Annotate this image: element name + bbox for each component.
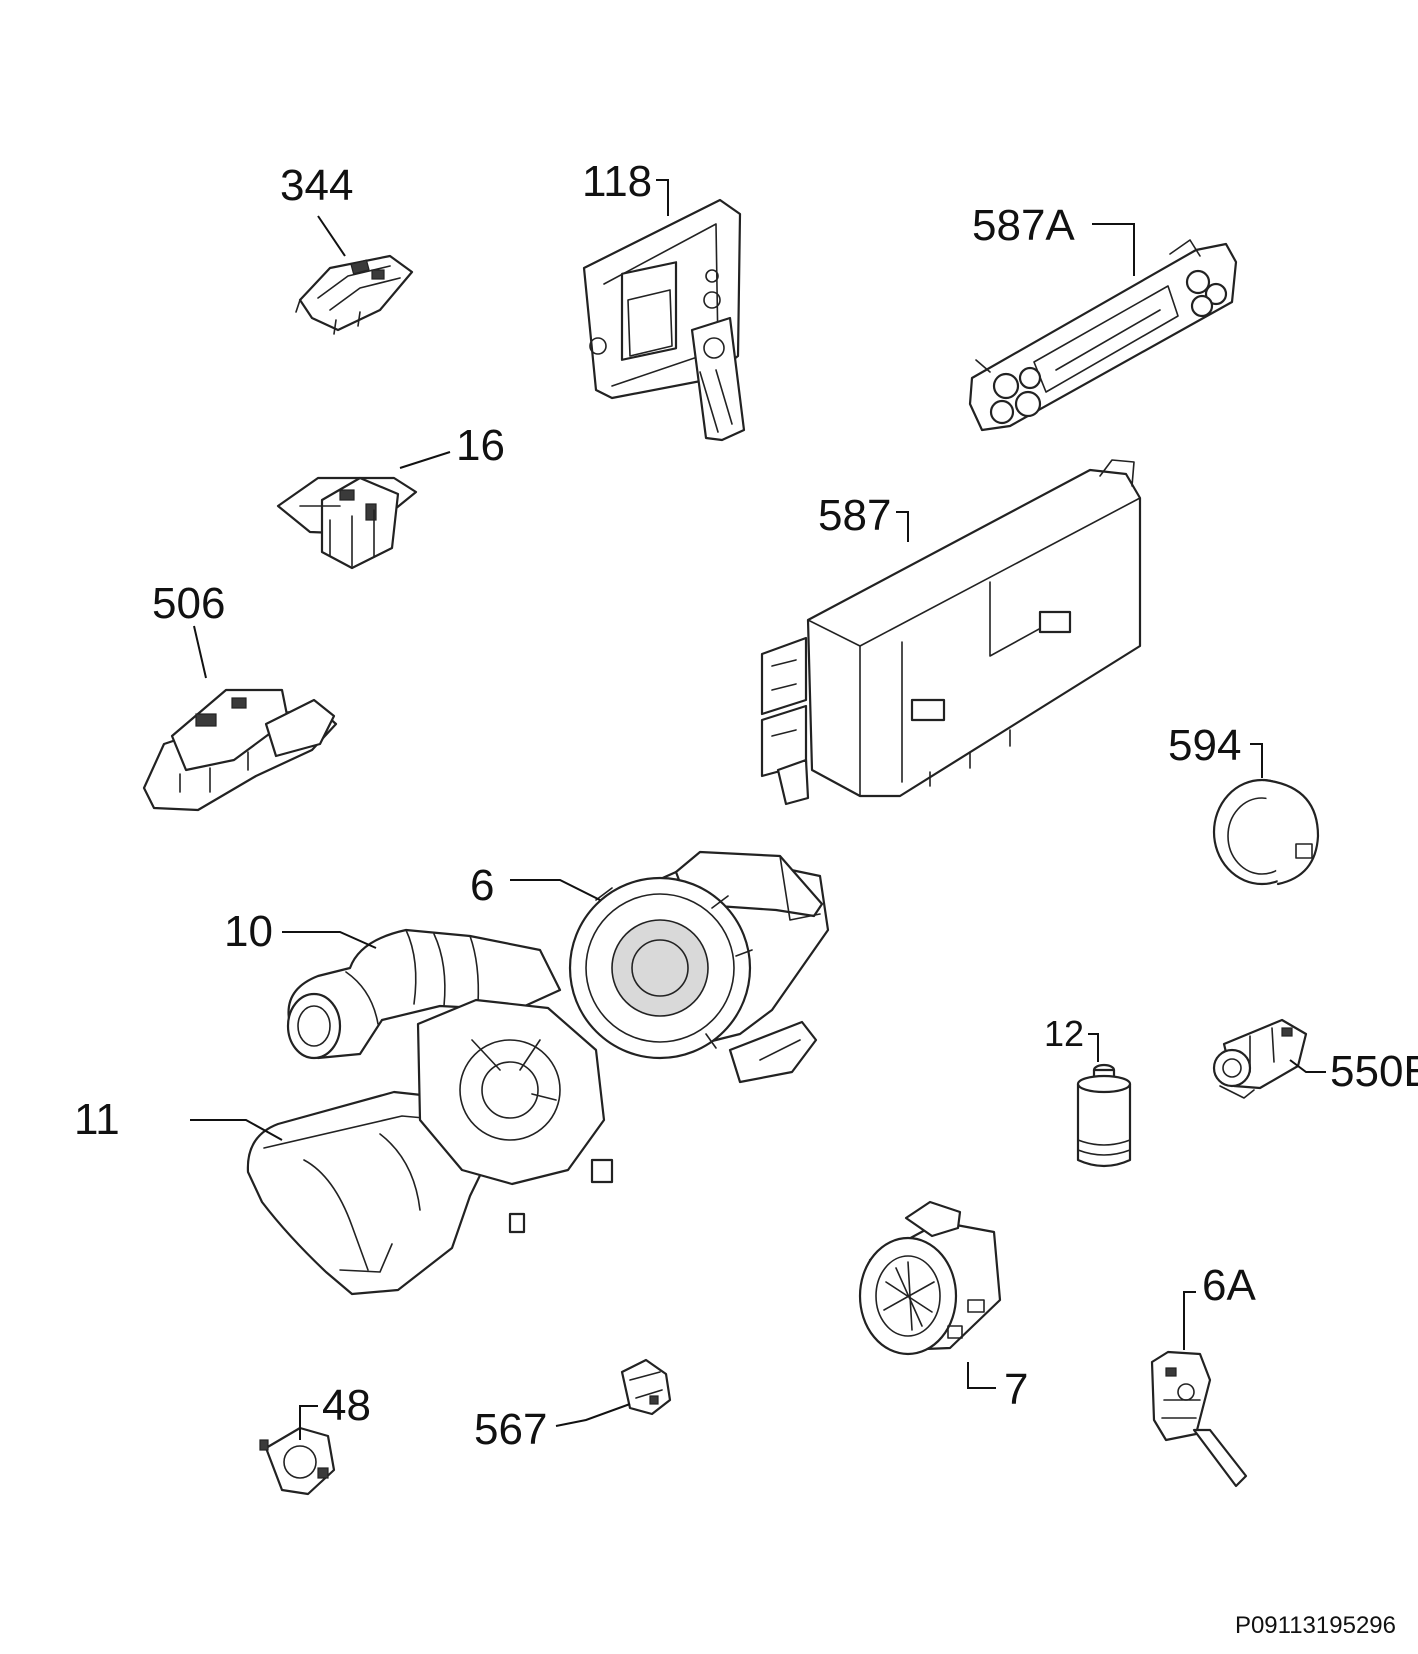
callout-6A: 7 — [1004, 1365, 1028, 1414]
callout-12: 550E — [1330, 1047, 1418, 1096]
part-6A-drawing — [858, 1200, 1002, 1389]
callout-10: 10 — [224, 907, 273, 956]
part-567-drawing — [555, 1358, 672, 1427]
callout-344: 344 — [280, 161, 353, 210]
part-6-drawing — [510, 850, 830, 1084]
callout-118: 118 — [582, 157, 652, 206]
part-48-drawing — [259, 1405, 336, 1496]
image-code: P09113195296 — [1234, 1612, 1396, 1639]
callout-11: 12 — [1044, 1013, 1084, 1054]
part-550E-drawing — [190, 998, 614, 1296]
callout-587A: 587A — [972, 201, 1075, 250]
callout-594: 594 — [1168, 721, 1241, 770]
part-594-drawing — [1212, 743, 1320, 886]
part-587-drawing — [760, 459, 1142, 806]
callout-550E: 11 — [74, 1095, 120, 1144]
part-344-drawing — [295, 215, 414, 335]
callout-506: 506 — [152, 579, 225, 628]
part-587A-drawing — [968, 223, 1238, 432]
callout-6: 6 — [470, 861, 494, 910]
callout-7: 6A — [1202, 1261, 1256, 1310]
part-10-drawing — [282, 928, 562, 1060]
part-7-drawing — [1150, 1291, 1248, 1488]
part-118-drawing — [582, 179, 746, 442]
callout-48: 48 — [322, 1381, 371, 1430]
callout-16: 16 — [456, 421, 505, 470]
part-506-drawing — [142, 625, 338, 812]
part-12-drawing — [1212, 1018, 1326, 1099]
callout-587: 587 — [818, 491, 891, 540]
part-16-drawing — [276, 451, 451, 570]
part-11-drawing — [1076, 1033, 1132, 1168]
callout-567: 567 — [474, 1405, 547, 1454]
